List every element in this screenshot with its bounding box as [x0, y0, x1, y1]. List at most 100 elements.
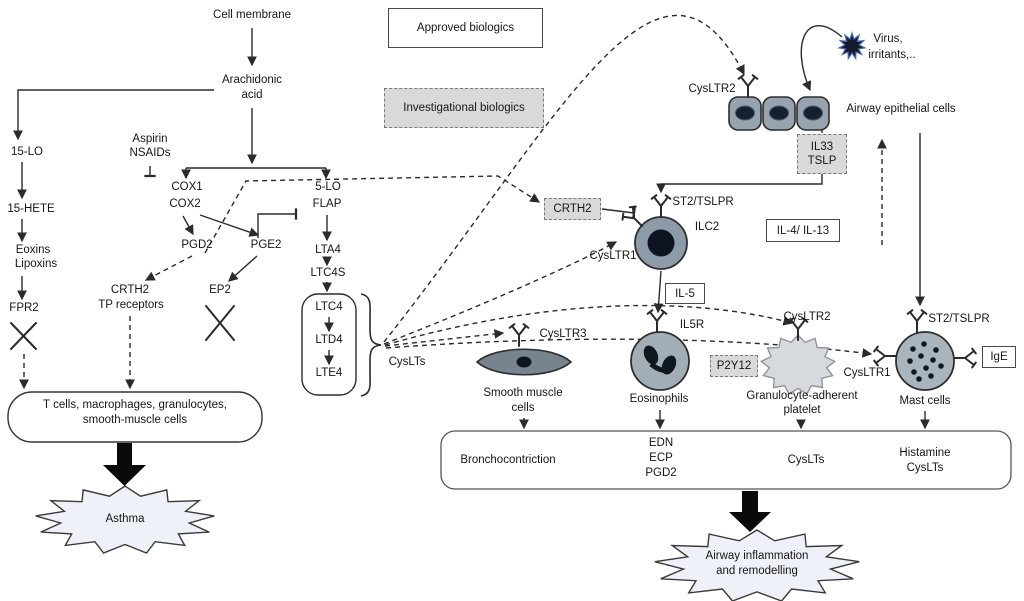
- arrow-cyslts-to-platelet: [384, 304, 794, 346]
- cysltr3-label: CysLTR3: [539, 328, 587, 340]
- fpr2-label: FPR2: [9, 302, 39, 314]
- lta4-label: LTA4: [315, 244, 341, 256]
- tslp-label: TSLP: [807, 155, 837, 167]
- arrow-ilc2-to-eosinophil: [653, 270, 664, 314]
- virus-label: Virus,: [873, 33, 903, 45]
- aspirin-label: Aspirin: [132, 133, 168, 145]
- platelet-label2: platelet: [783, 404, 821, 416]
- legend-investigational-label: Investigational biologics: [403, 102, 525, 114]
- ep2-label: EP2: [209, 284, 231, 296]
- ecp-label: ECP: [649, 452, 673, 464]
- histamine-label: Histamine: [899, 447, 951, 459]
- arrow-cox-to-pgd2: [182, 215, 194, 236]
- arrow-cyslts-to-smoothmuscle: [384, 329, 505, 347]
- cyslts-output-label2: CysLTs: [906, 462, 944, 474]
- cysltr3-receptor-icon: [508, 323, 530, 347]
- smooth-muscle-cell: [475, 348, 573, 376]
- eosinophils-label: Eosinophils: [629, 393, 689, 405]
- fifteen-lo-label: 15-LO: [11, 146, 43, 158]
- il4-il13-label: IL-4/ IL-13: [776, 224, 830, 237]
- flap-label: FLAP: [312, 198, 342, 210]
- arrow-cyslts-to-epithelium: [383, 14, 745, 343]
- bronchoconstriction-label: Bronchocontriction: [460, 454, 556, 466]
- platelet-label: Granulocyte-adherent: [746, 390, 858, 402]
- eosinophil-body: [630, 331, 690, 391]
- ige-receptor-icon: [953, 347, 977, 369]
- cyslts-label: CysLTs: [388, 356, 426, 368]
- cysltr2-epithelial-label: CysLTR2: [688, 83, 736, 95]
- il33-label: IL33: [810, 141, 834, 153]
- virus-icon: [837, 31, 867, 61]
- cox1-label: COX1: [171, 181, 203, 193]
- cyslts-brace: [360, 293, 382, 397]
- nsaids-label: NSAIDs: [129, 147, 171, 159]
- arachidonic-acid-label2: acid: [241, 89, 263, 101]
- il5r-label: IL5R: [679, 319, 705, 331]
- crth2-tp-label: CRTH2: [110, 284, 150, 296]
- asthma-label: Asthma: [105, 513, 145, 525]
- pgd2-label: PGD2: [181, 239, 213, 251]
- cell-nucleus: [769, 105, 789, 121]
- arrow-pgd2-to-crth2tp: [144, 255, 193, 281]
- il5-box: IL-5: [665, 283, 705, 304]
- effector-cells-label2: smooth-muscle cells: [82, 414, 188, 426]
- right-pathway-arrows: [519, 25, 930, 430]
- arrow-pgd2-to-crth2-box: [204, 175, 541, 254]
- il33-tslp-box: IL33 TSLP: [797, 134, 847, 174]
- left-pathway-arrows: [10, 28, 334, 390]
- arrow-cyslts-to-ilc2: [383, 241, 618, 345]
- legend-approved-box: Approved biologics: [388, 8, 543, 48]
- mast-cell: [895, 331, 955, 391]
- legend-approved-label: Approved biologics: [416, 22, 515, 34]
- irritants-label: irritants,..: [868, 49, 916, 61]
- cysltr1-mast-label: CysLTR1: [843, 367, 891, 379]
- leukotriene-group-box: [301, 293, 357, 396]
- eosinophil-cell: [630, 331, 690, 391]
- mast-body: [895, 331, 955, 391]
- outcome-thick-arrow: [729, 491, 771, 532]
- p2y12-label: P2Y12: [716, 360, 752, 372]
- asthma-thick-arrow: [103, 443, 146, 486]
- cyslt-fan-arrows: [204, 14, 873, 358]
- effector-cells-box: [7, 391, 263, 443]
- cysltr2-platelet-label: CysLTR2: [783, 311, 831, 323]
- cell-membrane-label: Cell membrane: [213, 9, 291, 21]
- cell-nucleus: [803, 105, 823, 121]
- effector-cells-label: T cells, macrophages, granulocytes,: [43, 399, 227, 411]
- airway-epithelial-label: Airway epithelial cells: [846, 103, 956, 115]
- platelet-cell: [759, 333, 837, 396]
- cysltr1-ilc2-receptor-icon: [621, 205, 643, 227]
- il5-label: IL-5: [675, 287, 695, 300]
- smooth-muscle-label2: cells: [511, 402, 535, 414]
- arrow-virus-to-epithelium: [800, 25, 843, 92]
- five-lo-label: 5-LO: [315, 181, 341, 193]
- st2-tslpr-mast-receptor-icon: [906, 309, 928, 333]
- pge2-label: PGE2: [250, 239, 282, 251]
- airway-epithelial-cells: [728, 96, 830, 131]
- p2y12-box: P2Y12: [710, 355, 758, 377]
- lte4-label: LTE4: [315, 367, 343, 379]
- cox2-label: COX2: [169, 198, 201, 210]
- ilc2-label: ILC2: [694, 221, 720, 233]
- st2-tslpr-ilc2-receptor-icon: [650, 194, 672, 218]
- crth2-target-box: CRTH2: [544, 198, 601, 220]
- eoxins-label: Eoxins: [15, 244, 51, 256]
- pgd2-output-label: PGD2: [645, 467, 677, 479]
- cysltr2-epithelial-receptor-icon: [737, 74, 759, 98]
- pge2-inhibit-flap: [257, 208, 298, 238]
- cysltr1-ilc2-label: CysLTR1: [589, 250, 637, 262]
- st2-tslpr-ilc2-label: ST2/TSLPR: [672, 196, 734, 208]
- ep2-cross-icon: [205, 305, 235, 341]
- cell-nucleus: [516, 356, 532, 368]
- ige-label: IgE: [990, 351, 1008, 363]
- nucleus-band: [649, 362, 670, 374]
- crth2-inhibit-ilc2: [601, 207, 636, 219]
- ltc4s-label: LTC4S: [310, 267, 346, 279]
- ltd4-label: LTD4: [315, 334, 343, 346]
- nucleus-lobe: [643, 345, 659, 365]
- fifteen-hete-label: 15-HETE: [7, 203, 55, 215]
- lipoxins-label: Lipoxins: [14, 258, 58, 270]
- cyslts-output-label: CysLTs: [787, 454, 825, 466]
